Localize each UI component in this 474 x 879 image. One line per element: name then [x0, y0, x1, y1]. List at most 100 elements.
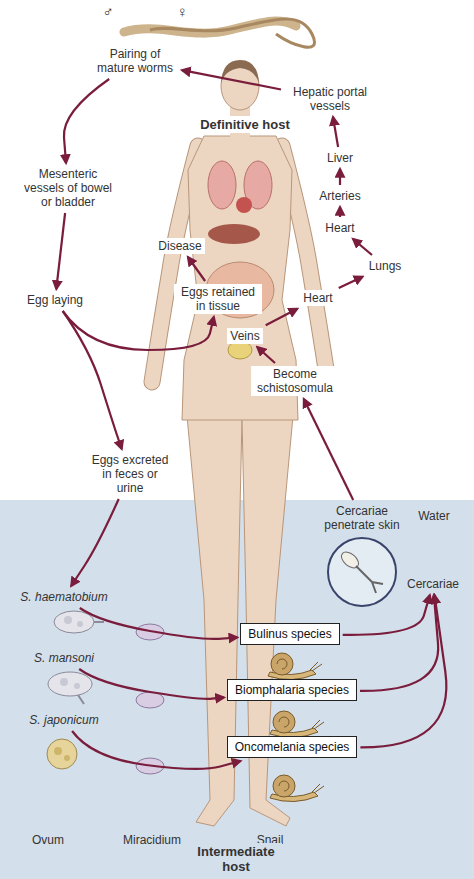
- node-text: Eggs retained in tissue: [177, 285, 259, 313]
- cycle-arrow: [257, 347, 275, 363]
- stage-label: Cercariae penetrate skin: [318, 503, 406, 533]
- cycle-arrow: [72, 731, 240, 769]
- node-text: Biomphalaria species: [235, 683, 349, 697]
- stage-label: S. japonicum: [26, 712, 101, 728]
- snails: [279, 781, 289, 791]
- node-text: Disease: [158, 239, 201, 253]
- stage-caption: Ovum: [29, 832, 67, 848]
- organs: [208, 161, 236, 209]
- schistosome-eggs: [54, 747, 62, 755]
- cercaria-inset: [356, 566, 383, 593]
- cycle-arrow: [353, 239, 372, 255]
- schistosome-eggs: [74, 683, 80, 689]
- node-text: Heart: [325, 221, 354, 235]
- cycle-arrow: [266, 309, 298, 325]
- human-figure: [221, 60, 259, 84]
- cycle-arrow: [64, 79, 109, 163]
- cercaria-inset: [328, 538, 396, 606]
- node-text: Oncomelania species: [235, 740, 350, 754]
- schistosome-eggs: [94, 621, 104, 623]
- cycle-arrow: [182, 70, 281, 89]
- schistosome-eggs: [60, 678, 68, 686]
- node-text: Pairing of mature worms: [94, 47, 176, 75]
- cycle-arrow: [339, 277, 363, 288]
- snails: [270, 775, 324, 802]
- stage-label: Veins: [227, 328, 262, 344]
- cycle-arrow: [56, 213, 65, 289]
- schistosome-eggs: [64, 616, 72, 624]
- miracidia: [136, 692, 164, 708]
- schistosome-eggs: [78, 695, 84, 704]
- node-text: Bulinus species: [248, 627, 331, 641]
- human-figure: [152, 60, 328, 826]
- node-text: Hepatic portal vessels: [287, 85, 373, 113]
- human-figure: [186, 405, 242, 826]
- stage-label: Mesenteric vessels of bowel or bladder: [16, 166, 120, 210]
- snails: [273, 775, 295, 797]
- host-heading: Intermediate host: [190, 843, 282, 875]
- miracidia: [136, 624, 164, 640]
- schistosome-eggs: [77, 621, 83, 627]
- paired-worms: [124, 19, 315, 47]
- snails: [277, 659, 287, 669]
- cycle-arrow: [71, 499, 119, 586]
- stage-label: Liver: [324, 150, 356, 166]
- snail-genus-box: Oncomelania species: [227, 736, 358, 758]
- snails: [312, 720, 324, 729]
- stage-label: Cercariae: [404, 576, 462, 592]
- node-text: Arteries: [319, 189, 360, 203]
- snail-genus-box: Biomphalaria species: [227, 679, 357, 701]
- stage-label: Egg laying: [24, 292, 86, 308]
- stage-label: Lungs: [366, 258, 405, 274]
- snails: [310, 662, 322, 671]
- miracidia: [136, 624, 164, 774]
- stage-label: S. haematobium: [17, 589, 110, 605]
- miracidia: [136, 758, 164, 774]
- node-text: Mesenteric vessels of bowel or bladder: [19, 167, 117, 209]
- node-text: Cercariae penetrate skin: [321, 504, 403, 532]
- cercaria-inset: [328, 538, 396, 606]
- cycle-arrow: [339, 207, 341, 217]
- node-text: Lungs: [369, 259, 402, 273]
- node-text: Liver: [327, 151, 353, 165]
- stage-label: Become schistosomula: [251, 366, 339, 396]
- node-text: Veins: [230, 329, 259, 343]
- snail-genus-box: Bulinus species: [240, 623, 339, 645]
- organs: [206, 161, 274, 359]
- cycle-arrow: [80, 608, 238, 639]
- stage-label: Eggs retained in tissue: [174, 284, 262, 314]
- schistosome-eggs: [54, 611, 94, 633]
- stage-label: Disease: [155, 238, 204, 254]
- node-text: S. japonicum: [29, 713, 98, 727]
- stage-label: Heart: [300, 290, 335, 306]
- cycle-arrow: [79, 669, 224, 699]
- snails: [312, 784, 324, 793]
- stage-caption: Miracidium: [120, 832, 184, 848]
- cycle-arrow: [343, 595, 430, 635]
- cycle-arrow: [333, 117, 338, 147]
- cycle-arrow: [63, 311, 122, 449]
- snails: [279, 717, 289, 727]
- cycle-arrow: [339, 169, 341, 185]
- snails: [271, 653, 293, 675]
- stage-label: Heart: [322, 220, 357, 236]
- cycle-arrow: [188, 257, 205, 281]
- node-text: S. haematobium: [20, 590, 107, 604]
- stage-label: Eggs excreted in feces or urine: [87, 452, 173, 496]
- human-figure: [242, 405, 294, 826]
- snails: [270, 711, 324, 738]
- snails: [273, 711, 295, 733]
- schistosome-eggs: [64, 755, 70, 761]
- host-heading: Definitive host: [197, 116, 293, 133]
- schistosome-eggs: [47, 739, 77, 769]
- schistosome-eggs: [47, 611, 104, 769]
- snails: [268, 653, 324, 802]
- organs: [208, 224, 260, 244]
- node-text: S. mansoni: [34, 651, 94, 665]
- stage-label: Pairing of mature worms: [91, 46, 179, 76]
- paired-worms: [150, 19, 315, 47]
- cycle-arrow: [360, 595, 438, 691]
- node-text: Heart: [303, 291, 332, 305]
- node-text: Eggs excreted in feces or urine: [90, 453, 170, 495]
